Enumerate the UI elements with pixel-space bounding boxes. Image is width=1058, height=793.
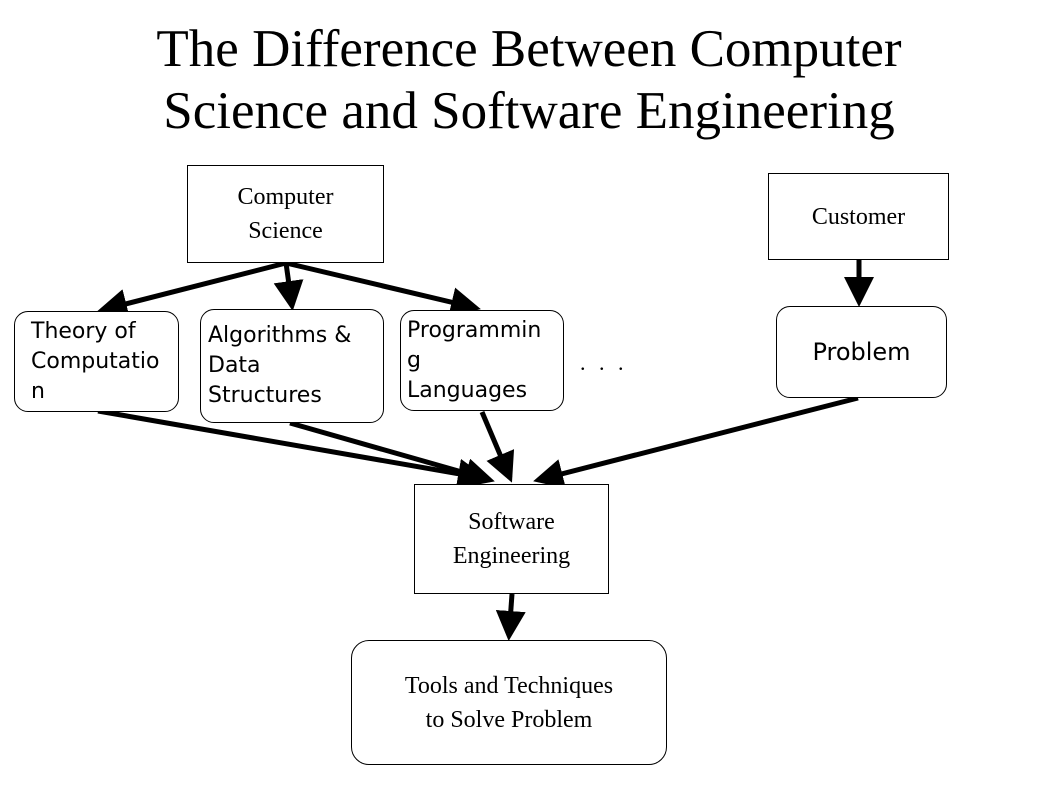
arrow-cs-to-algorithms [273,262,304,311]
programming-languages-node: Programmin g Languages [400,310,564,411]
problem-label: Problem [812,338,911,366]
programming-languages-label: Programmin g Languages [407,317,542,403]
algorithms-label: Algorithms & Data Structures [208,323,352,408]
more-items-ellipsis: . . . [580,350,628,375]
software-engineering-label: Software Engineering [452,509,571,569]
title-line-1: The Difference Between Computer [156,20,902,78]
title-line-2: Science and Software Engineering [163,82,895,140]
algorithms-node: Algorithms & Data Structures [200,309,384,423]
arrow-programming-to-se [479,411,515,483]
tools-and-techniques-node: Tools and Techniques to Solve Problem [351,640,667,765]
theory-of-computation-node: Theory of Computatio n [14,311,179,412]
tools-and-techniques-label: Tools and Techniques to Solve Problem [404,672,614,733]
arrow-problem-to-se [533,395,859,489]
customer-node: Customer [768,173,949,260]
arrow-theory-to-se [97,408,488,489]
problem-node: Problem [776,306,947,398]
arrow-cs-to-programming [285,260,481,317]
customer-label: Customer [811,203,906,230]
computer-science-label: Computer Science [237,184,334,244]
computer-science-node: Computer Science [187,165,384,263]
arrow-algorithms-to-se [289,420,495,488]
theory-of-computation-label: Theory of Computatio n [31,318,160,404]
software-engineering-node: Software Engineering [414,484,609,594]
slide-title: The Difference Between Computer Science … [0,18,1058,142]
arrow-cs-to-theory [97,260,287,319]
arrow-se-to-tools [495,593,526,641]
